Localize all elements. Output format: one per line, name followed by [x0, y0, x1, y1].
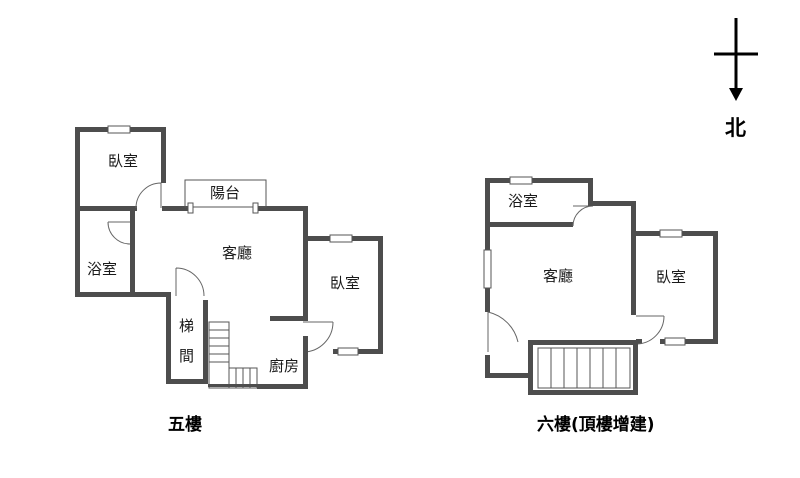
floor-6-plan	[483, 176, 718, 395]
room-label-bathroom: 浴室	[87, 260, 117, 278]
door-swing	[107, 221, 131, 245]
floor-5-title: 五樓	[168, 414, 202, 435]
staircase	[537, 347, 631, 389]
window	[483, 249, 492, 289]
room-label-kitchen: 廚房	[269, 357, 299, 375]
window	[329, 234, 353, 243]
door-swing	[572, 205, 594, 227]
room-label-bedroom-right: 臥室	[330, 274, 360, 292]
north-arrow-icon	[714, 18, 758, 101]
window	[187, 202, 194, 214]
room-label-bathroom-6f: 浴室	[508, 192, 538, 210]
door-swing	[635, 315, 665, 345]
room-label-stairwell-2: 間	[179, 347, 194, 365]
door-swing	[487, 311, 519, 352]
north-label: 北	[725, 116, 746, 140]
room-label-balcony: 陽台	[210, 184, 240, 202]
room-label-bedroom-6f: 臥室	[656, 268, 686, 286]
floor-5-plan	[75, 125, 383, 389]
window	[509, 176, 533, 185]
staircase	[208, 321, 258, 389]
window	[252, 202, 259, 214]
window	[659, 229, 683, 238]
door-swing	[175, 267, 205, 297]
door-swing	[135, 182, 162, 209]
window	[337, 347, 359, 356]
balcony-outline	[184, 179, 267, 208]
room-label-stairwell-1: 梯	[179, 317, 194, 335]
room-label-living-room-6f: 客廳	[543, 267, 573, 285]
floor-6-title: 六樓(頂樓增建)	[537, 414, 655, 435]
room-label-bedroom-top: 臥室	[108, 152, 138, 170]
window	[107, 125, 131, 134]
room-label-living-room: 客廳	[222, 244, 252, 262]
window	[664, 337, 686, 346]
